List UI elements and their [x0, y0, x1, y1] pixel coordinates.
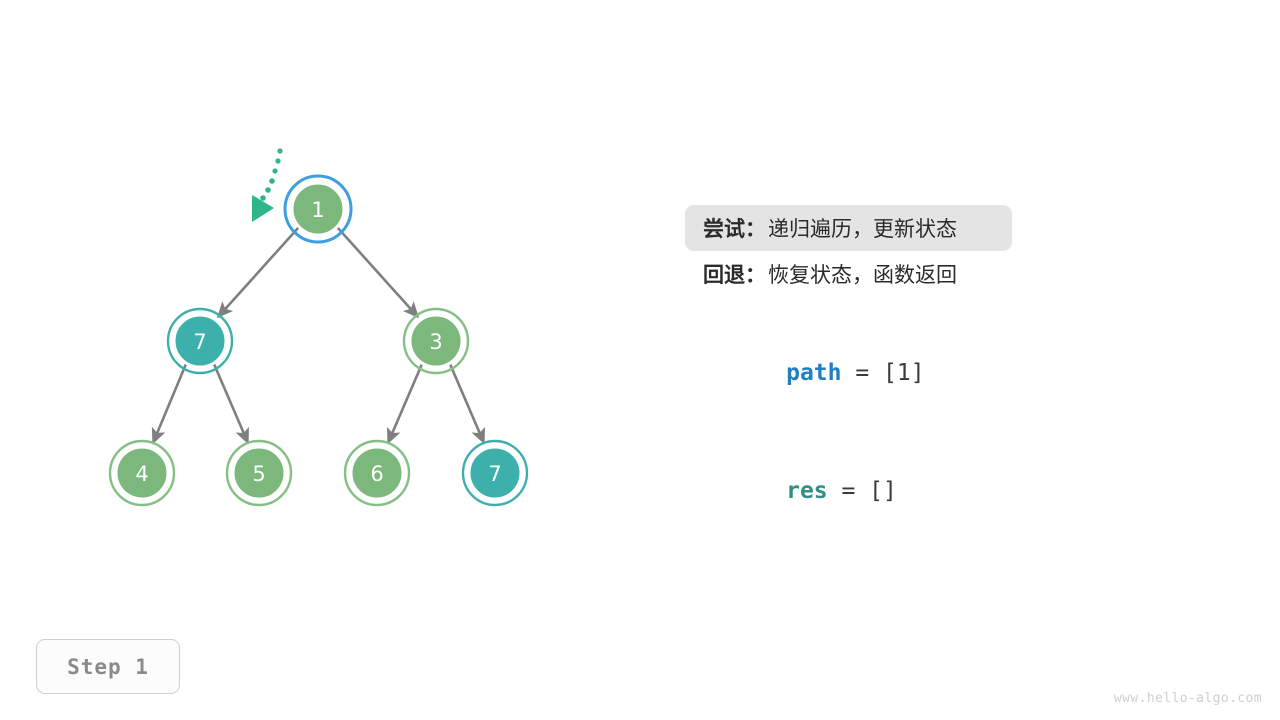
tree-node-3[interactable]: 3 — [402, 307, 470, 375]
edge-3-7r — [448, 363, 486, 445]
node-label: 7 — [488, 462, 501, 486]
tree-node-6[interactable]: 6 — [343, 439, 411, 507]
variable-name-path: path — [786, 360, 842, 386]
binary-tree-figure: 1 7 3 4 5 — [108, 148, 529, 507]
description-value: 恢复状态，函数返回 — [768, 263, 957, 287]
node-label: 5 — [252, 462, 265, 486]
edge-7-5 — [212, 363, 250, 445]
explanation-panel: 尝试： 递归遍历，更新状态 回退： 恢复状态，函数返回 path = [1] r… — [685, 205, 1245, 504]
recursion-pointer-icon — [252, 148, 283, 222]
edge-7-4 — [151, 363, 188, 445]
variable-value-res: = [] — [827, 478, 897, 504]
variable-value-path: = [1] — [841, 360, 925, 386]
description-key: 回退： — [703, 263, 766, 287]
tree-node-7-left[interactable]: 7 — [166, 307, 234, 375]
description-value: 递归遍历，更新状态 — [768, 217, 957, 241]
node-label: 7 — [193, 330, 206, 354]
code-line-res: res = [] — [685, 437, 1245, 504]
variable-name-res: res — [786, 478, 828, 504]
description-row-backtrack: 回退： 恢复状态，函数返回 — [685, 251, 1012, 297]
description-row-try: 尝试： 递归遍历，更新状态 — [685, 205, 1012, 251]
node-label: 3 — [429, 330, 442, 354]
node-label: 6 — [370, 462, 383, 486]
watermark: www.hello-algo.com — [1113, 691, 1262, 706]
tree-node-5[interactable]: 5 — [225, 439, 293, 507]
edge-3-6 — [386, 363, 424, 445]
node-label: 1 — [311, 198, 324, 222]
tree-node-4[interactable]: 4 — [108, 439, 176, 507]
tree-node-1[interactable]: 1 — [283, 174, 353, 244]
tree-nodes: 1 7 3 4 5 — [108, 174, 529, 507]
tree-edges — [151, 226, 486, 445]
step-badge: Step 1 — [36, 639, 180, 694]
edge-1-7 — [216, 226, 300, 319]
node-label: 4 — [135, 462, 148, 486]
tree-node-7-right[interactable]: 7 — [461, 439, 529, 507]
code-line-path: path = [1] — [685, 319, 1245, 386]
edge-1-3 — [336, 226, 420, 319]
description-key: 尝试： — [703, 217, 766, 241]
